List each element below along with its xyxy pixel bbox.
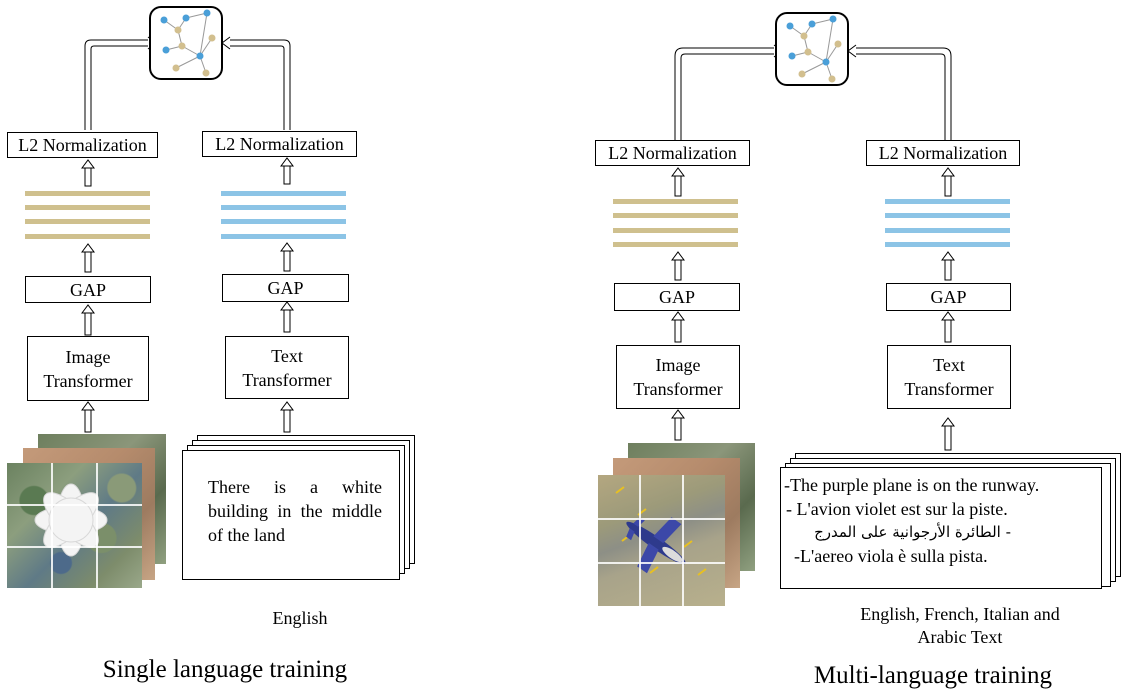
white-building-icon	[34, 483, 108, 557]
embedding-stripe	[885, 228, 1010, 233]
arrow-up-icon	[671, 311, 685, 343]
right-image-transformer-box: Image Transformer	[616, 345, 740, 409]
panel-title: Single language training	[102, 656, 348, 683]
caption-line-french: - L'avion violet est sur la piste.	[786, 499, 1008, 519]
embedding-stripe	[221, 205, 346, 210]
left-text-l2-norm-box: L2 Normalization	[202, 131, 357, 157]
arrow-up-icon	[941, 417, 955, 451]
airplane-icon	[615, 486, 707, 576]
arrow-up-icon	[81, 243, 95, 273]
airplane-image-front	[598, 475, 725, 606]
arrow-up-icon	[671, 409, 685, 441]
right-elbow-connectors	[674, 44, 952, 140]
embedding-stripe	[25, 205, 150, 210]
arrow-up-icon	[81, 304, 95, 336]
language-label: English, French, Italian and Arabic Text	[860, 604, 1060, 647]
satellite-image-front	[7, 463, 142, 588]
grid-line	[51, 463, 53, 588]
embedding-stripe	[25, 219, 150, 224]
left-arrows	[81, 157, 294, 433]
embedding-stripe	[613, 199, 738, 204]
grid-line	[7, 504, 142, 506]
left-text-gap-box: GAP	[222, 274, 349, 302]
embedding-stripe	[885, 242, 1010, 247]
grid-line	[682, 475, 684, 606]
left-text-transformer-box: Text Transformer	[225, 336, 349, 399]
doc-page-front: -The purple plane is on the runway. - L'…	[780, 467, 1102, 589]
graph-network-icon	[775, 12, 849, 86]
language-label: English	[272, 608, 328, 628]
embedding-stripe	[221, 234, 346, 239]
arrow-up-icon	[280, 401, 294, 433]
arrow-up-icon	[941, 251, 955, 281]
arrow-up-icon	[280, 301, 294, 333]
embedding-stripe	[885, 199, 1010, 204]
embedding-stripe	[221, 219, 346, 224]
right-image-gap-box: GAP	[614, 283, 740, 311]
grid-line	[96, 463, 98, 588]
caption-line-italian: -L'aereo viola è sulla pista.	[794, 546, 988, 566]
grid-line	[598, 562, 725, 564]
left-image-l2-norm-box: L2 Normalization	[7, 132, 158, 158]
left-image-transformer-box: Image Transformer	[27, 336, 149, 401]
arrow-up-icon	[671, 251, 685, 281]
embedding-stripe	[613, 228, 738, 233]
embedding-stripe	[613, 242, 738, 247]
right-arrows	[671, 167, 955, 451]
right-text-l2-norm-box: L2 Normalization	[866, 140, 1020, 166]
grid-line	[639, 475, 641, 606]
grid-line	[7, 546, 142, 548]
embedding-stripe	[885, 213, 1010, 218]
embedding-stripe	[613, 213, 738, 218]
arrow-up-icon	[941, 167, 955, 197]
embedding-stripe	[25, 191, 150, 196]
arrow-up-icon	[81, 159, 95, 187]
graph-network-icon	[149, 6, 223, 80]
panel-title: Multi-language training	[813, 662, 1053, 689]
embedding-stripe	[221, 191, 346, 196]
right-image-l2-norm-box: L2 Normalization	[595, 140, 750, 166]
right-text-gap-box: GAP	[886, 283, 1011, 311]
arrow-up-icon	[280, 242, 294, 272]
arrow-up-icon	[671, 167, 685, 197]
arrow-up-icon	[280, 157, 294, 185]
caption-text: There is a white building in the middle …	[208, 477, 382, 545]
grid-line	[598, 518, 725, 520]
caption-line-arabic: - الطائرة الأرجوانية على المدرج	[814, 523, 1011, 541]
caption-line-english: -The purple plane is on the runway.	[784, 475, 1040, 495]
right-text-transformer-box: Text Transformer	[887, 345, 1011, 409]
doc-page-front: There is a white building in the middle …	[182, 450, 400, 580]
embedding-stripe	[25, 234, 150, 239]
arrow-up-icon	[81, 401, 95, 433]
left-image-gap-box: GAP	[25, 276, 151, 303]
arrow-up-icon	[941, 311, 955, 343]
